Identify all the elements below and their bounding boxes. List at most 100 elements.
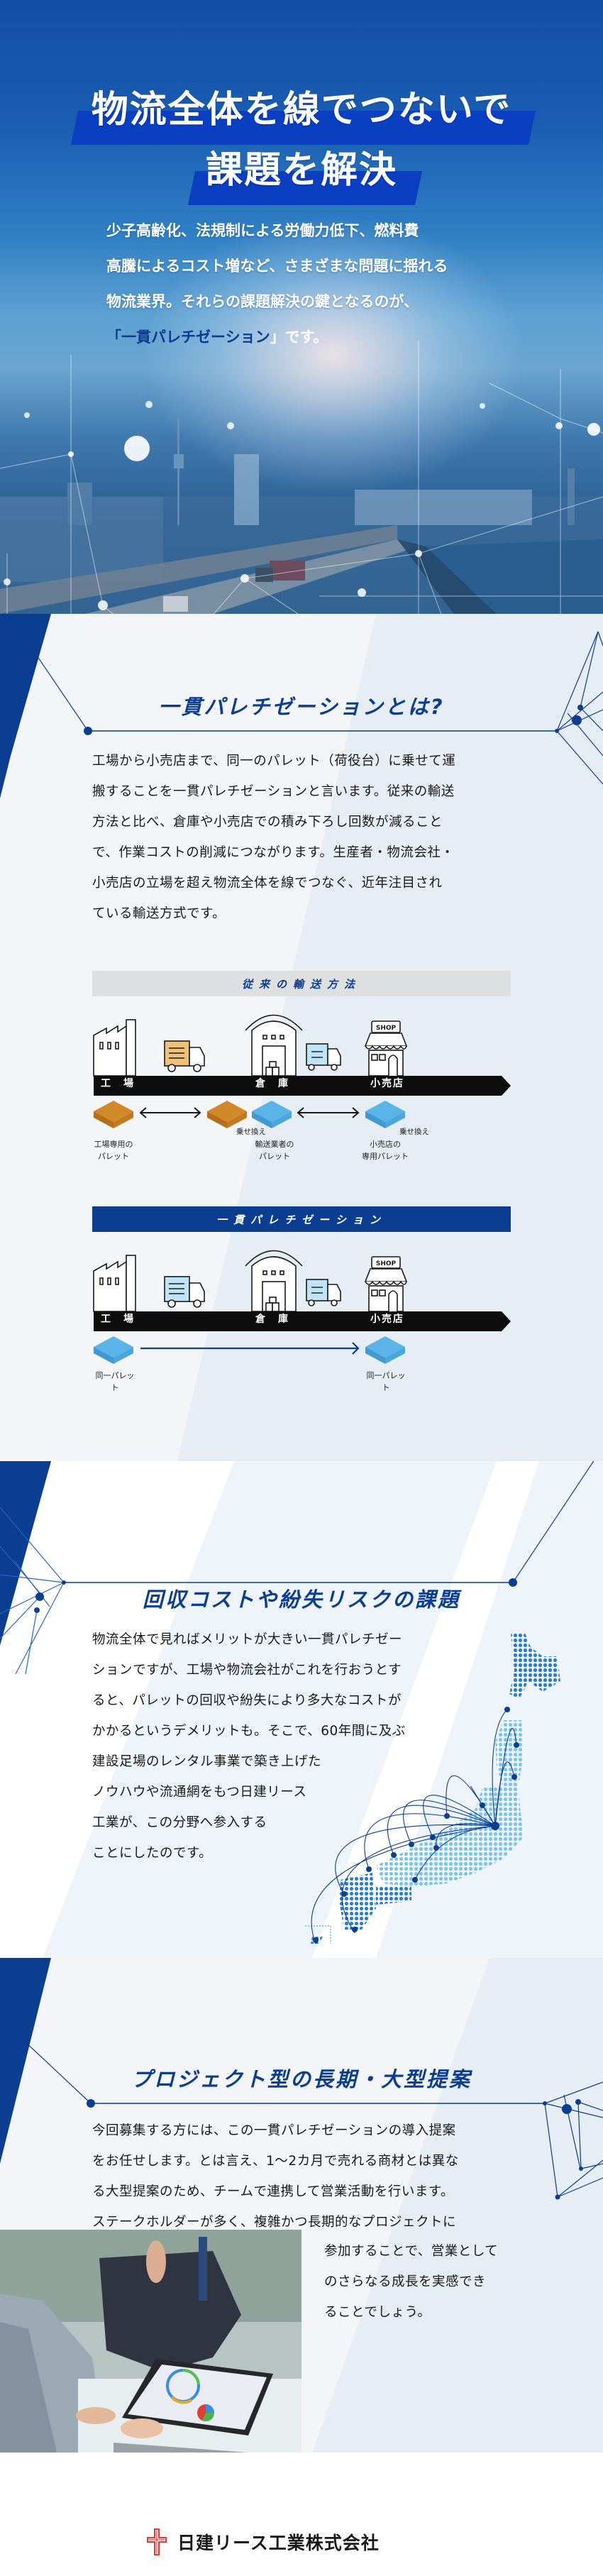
- truck-icon: [306, 1043, 341, 1071]
- body-line: 小売店の立場を超え物流全体を線でつなぐ、近年注目され: [92, 876, 443, 891]
- pallet-factory-icon: [94, 1101, 133, 1128]
- nikken-cross-logo-icon: [147, 2528, 167, 2555]
- section-issue: 回収コストや紛失リスクの課題 物流全体で見ればメリットが大きい一貫パレチゼー シ…: [0, 1461, 603, 1958]
- double-arrow-icon: [297, 1107, 360, 1118]
- quote-open: 「: [106, 329, 121, 346]
- double-arrow-icon: [139, 1107, 201, 1118]
- section-issue-body: 物流全体で見ればメリットが大きい一貫パレチゼー ションですが、工場や物流会社がこ…: [92, 1624, 489, 1868]
- body-line: をお任せします。とは言え、1～2カ月で売れる商材とは異な: [92, 2154, 459, 2169]
- section-project-body: 今回募集する方には、この一貫パレチゼーションの導入提案 をお任せします。とは言え…: [92, 2115, 532, 2238]
- section-what-is-body: 工場から小売店まで、同一のパレット（荷役台）に乗せて運 搬することを一貫パレチゼ…: [92, 746, 518, 929]
- city-highway-photo: [0, 341, 603, 614]
- diagram-header-unit-load: 一貫パレチゼーション: [92, 1206, 511, 1232]
- road-arrow: [94, 1076, 511, 1096]
- body-line: 方法と比べ、倉庫や小売店での積み下ろし回数が減ること: [92, 815, 443, 830]
- hero-intro-highlight: 一貫パレチゼーション: [121, 329, 270, 346]
- pallet-shop-icon: [365, 1101, 405, 1128]
- pallet-label-shop: 小売店の 専用パレット: [360, 1138, 410, 1162]
- section-what-is: 一貫パレチゼーションとは? 工場から小売店まで、同一のパレット（荷役台）に乗せて…: [0, 614, 603, 1461]
- stop-label-shop: 小売店: [370, 1314, 404, 1325]
- swap-label: 乗せ換え: [236, 1128, 266, 1136]
- hero-section: 物流全体を線でつないで 課題を解決 少子高齢化、法規制による労働力低下、燃料費 …: [0, 0, 603, 614]
- section-background-decoration: [0, 1958, 603, 2453]
- diagram-conventional: 従来の輸送方法: [92, 971, 511, 1181]
- company-name: 日建リース工業株式会社: [177, 2533, 380, 2553]
- warehouse-icon: [245, 1014, 303, 1077]
- body-line: ションですが、工場や物流会社がこれを行おうとす: [92, 1663, 402, 1678]
- hero-intro-line: 少子高齢化、法規制による労働力低下、燃料費: [106, 222, 419, 239]
- section-title-project: プロジェクト型の長期・大型提案: [131, 2067, 472, 2091]
- pallet-label-line: パレット: [259, 1152, 290, 1161]
- quote-close: 」です。: [270, 329, 328, 346]
- pallet-label-carrier: 輸送業者の パレット: [250, 1138, 299, 1162]
- swap-label: 乗せ換え: [399, 1128, 429, 1136]
- shop-icon: [364, 1256, 408, 1312]
- body-line: ることでしょう。: [324, 2305, 431, 2320]
- hero-intro: 少子高齢化、法規制による労働力低下、燃料費 高騰によるコスト増など、さまざまな問…: [106, 213, 504, 355]
- body-line: 参加することで、営業として: [324, 2244, 499, 2259]
- body-line: のさらなる成長を実感でき: [324, 2274, 487, 2289]
- body-line: 今回募集する方には、この一貫パレチゼーションの導入提案: [92, 2123, 456, 2138]
- body-line: 工場から小売店まで、同一のパレット（荷役台）に乗せて運: [92, 754, 456, 769]
- pallet-label-factory: 工場専用の パレット: [92, 1138, 135, 1162]
- shop-sign: SHOP: [376, 1025, 397, 1032]
- section-title-what-is: 一貫パレチゼーションとは?: [158, 695, 445, 719]
- pallet-label-line: 工場専用の: [94, 1140, 133, 1149]
- road-arrow: [94, 1311, 511, 1331]
- factory-icon: [93, 1019, 136, 1077]
- diagram-art-unit-load: SHOP 工 場 倉 庫 小売店 同一パレット 同一パレット: [92, 1232, 511, 1416]
- truck-icon: [306, 1279, 341, 1306]
- stop-label-factory: 工 場: [101, 1078, 135, 1089]
- section-project-body-right: 参加することで、営業として のさらなる成長を実感でき ることでしょう。: [324, 2236, 551, 2328]
- body-line: で、作業コストの削減につながります。生産者・物流会社・: [92, 845, 455, 860]
- pallet-label-line: 専用パレット: [362, 1152, 409, 1161]
- warehouse-icon: [245, 1250, 303, 1312]
- company-logo[interactable]: 日建リース工業株式会社: [146, 2528, 380, 2556]
- hero-intro-line: 「一貫パレチゼーション」です。: [106, 319, 504, 355]
- section-project: プロジェクト型の長期・大型提案 今回募集する方には、この一貫パレチゼーションの導…: [0, 1958, 603, 2453]
- section-title-issue: 回収コストや紛失リスクの課題: [142, 1587, 460, 1612]
- body-line: ことにしたのです。: [92, 1846, 213, 1861]
- factory-icon: [93, 1255, 136, 1312]
- japan-network-map: [305, 1633, 560, 1944]
- diagram-unit-load: 一貫パレチゼーション: [92, 1206, 511, 1416]
- body-line: る大型提案のため、チームで連携して営業活動を行います。: [92, 2184, 455, 2199]
- body-line: ステークホルダーが多く、複雑かつ長期的なプロジェクトに: [92, 2215, 457, 2230]
- stop-label-warehouse: 倉 庫: [255, 1314, 289, 1325]
- body-line: 建設足場のレンタル事業で築き上げた: [92, 1754, 322, 1769]
- hero-intro-line: 高騰によるコスト増など、さまざまな問題に揺れる: [106, 258, 448, 275]
- truck-icon: [164, 1040, 205, 1072]
- pallet-label-line: パレット: [98, 1152, 129, 1161]
- hero-title-text-1: 物流全体を線でつないで: [91, 89, 512, 131]
- stop-label-warehouse: 倉 庫: [255, 1078, 289, 1089]
- diagram-header-conventional: 従来の輸送方法: [92, 971, 511, 996]
- shop-sign: SHOP: [376, 1260, 397, 1267]
- body-line: 搬することを一貫パレチゼーションと言います。従来の輸送: [92, 784, 455, 799]
- body-line: 工業が、この分野へ参入する: [92, 1815, 267, 1830]
- shop-icon: [364, 1020, 408, 1077]
- body-line: 物流全体で見ればメリットが大きい一貫パレチゼー: [92, 1632, 403, 1647]
- pallet-same-icon: [94, 1336, 133, 1364]
- section-background-decoration: [0, 1461, 603, 1958]
- body-line: ノウハウや流通網をもつ日建リース: [92, 1785, 307, 1800]
- business-meeting-photo: [0, 2230, 302, 2453]
- diagram-art-conventional: SHOP 工 場 倉 庫: [92, 996, 511, 1181]
- hero-title-line-2: 課題を解決: [0, 140, 603, 205]
- truck-icon: [164, 1276, 205, 1308]
- pallet-label-same: 同一パレット: [95, 1371, 135, 1392]
- body-line: かかるというデメリットも。そこで、60年間に及ぶ: [92, 1724, 406, 1739]
- hero-title-line-1: 物流全体を線でつないで: [0, 79, 603, 145]
- stop-label-factory: 工 場: [101, 1314, 135, 1325]
- arrow-right-icon: [140, 1342, 360, 1355]
- body-line: ている輸送方式です。: [92, 906, 226, 921]
- pallet-factory-icon: [207, 1101, 247, 1128]
- pallet-label-line: 小売店の: [370, 1140, 401, 1149]
- stop-label-shop: 小売店: [370, 1078, 404, 1089]
- pallet-carrier-icon: [252, 1101, 292, 1128]
- hero-intro-line: 物流業界。それらの課題解決の鍵となるのが、: [106, 293, 419, 310]
- pallet-label-same: 同一パレット: [366, 1371, 406, 1392]
- body-line: ると、パレットの回収や紛失により多大なコストが: [92, 1693, 402, 1708]
- hero-title-text-2: 課題を解決: [205, 149, 397, 192]
- footer: 日建リース工業株式会社: [0, 2453, 603, 2576]
